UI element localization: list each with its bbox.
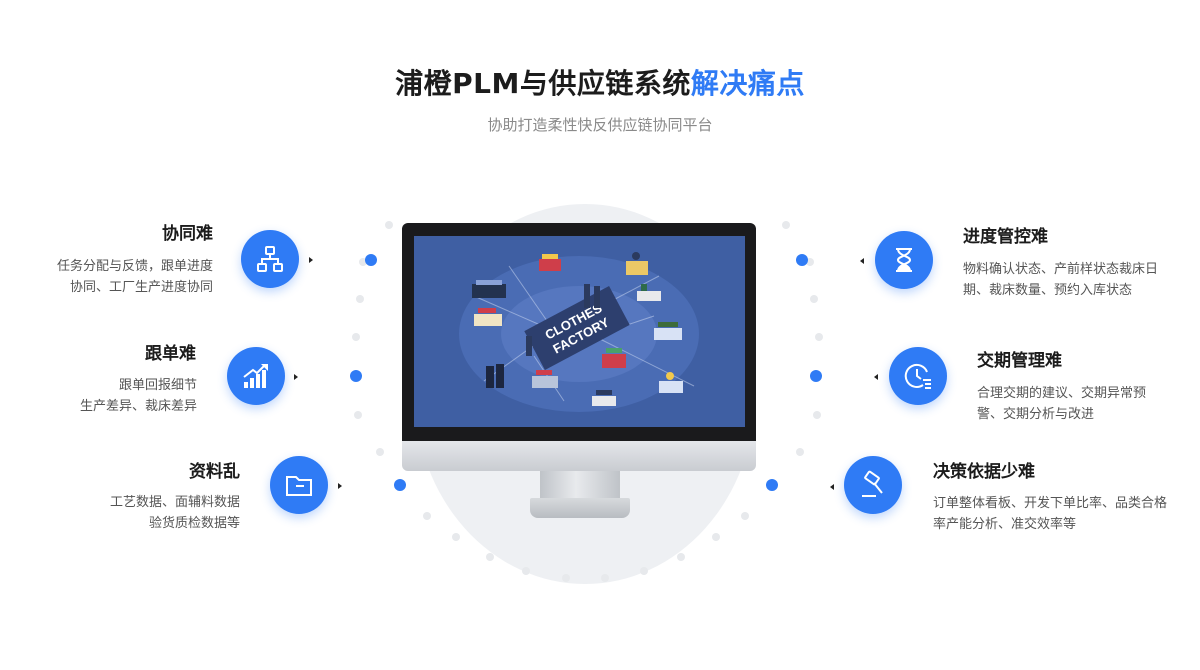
pointer-arrow (874, 374, 878, 380)
description-line: 任务分配与反馈，跟单进度 (56, 259, 213, 274)
item-title: 进度管控难 (963, 227, 1048, 247)
factory-illustration: CLOTHES FACTORY (414, 236, 745, 427)
connector-dot (365, 254, 377, 266)
pointer-arrow (830, 484, 834, 490)
monitor: CLOTHES FACTORY (402, 223, 756, 471)
page-title: 浦橙PLM与供应链系统解决痛点 (0, 62, 1200, 102)
pointer-arrow (338, 483, 342, 489)
description-line: 跟单回报细节 (118, 378, 197, 393)
description-line: 工艺数据、面辅料数据 (109, 495, 240, 510)
item-title: 决策依据少难 (933, 462, 1035, 482)
connector-dot (796, 254, 808, 266)
monitor-bezel: CLOTHES FACTORY (402, 223, 756, 441)
title-accent: 解决痛点 (690, 67, 805, 100)
item-title: 交期管理难 (977, 351, 1062, 371)
description-line: 订单整体看板、开发下单比率、品类合格 (933, 496, 1168, 511)
page-subtitle: 协助打造柔性快反供应链协同平台 (487, 116, 713, 134)
item-description: 跟单回报细节 生产差异、裁床差异 (17, 375, 197, 417)
gavel-icon (844, 456, 902, 514)
pointer-arrow (294, 374, 298, 380)
connector-dot (810, 370, 822, 382)
monitor-stand-base (530, 498, 630, 518)
description-line: 验货质检数据等 (148, 516, 240, 531)
workstation-icon (472, 252, 683, 406)
item-description: 合理交期的建议、交期异常预 警、交期分析与改进 (977, 383, 1182, 425)
item-description: 订单整体看板、开发下单比率、品类合格 率产能分析、准交效率等 (933, 493, 1188, 535)
monitor-screen: CLOTHES FACTORY (414, 236, 745, 427)
description-line: 协同、工厂生产进度协同 (69, 280, 213, 295)
item-title: 跟单难 (145, 344, 196, 364)
item-description: 物料确认状态、产前样状态裁床日 期、裁床数量、预约入库状态 (963, 259, 1183, 301)
description-line: 物料确认状态、产前样状态裁床日 (963, 262, 1159, 277)
folder-icon (270, 456, 328, 514)
pointer-arrow (309, 257, 313, 263)
clock-list-icon (889, 347, 947, 405)
description-line: 警、交期分析与改进 (977, 407, 1095, 422)
item-title: 资料乱 (189, 462, 240, 482)
description-line: 合理交期的建议、交期异常预 (977, 386, 1147, 401)
title-main: 浦橙PLM与供应链系统 (395, 67, 691, 100)
connector-dot (394, 479, 406, 491)
description-line: 生产差异、裁床差异 (79, 399, 197, 414)
growth-chart-icon (227, 347, 285, 405)
org-chart-icon (241, 230, 299, 288)
pointer-arrow (860, 258, 864, 264)
connector-dot (766, 479, 778, 491)
description-line: 期、裁床数量、预约入库状态 (963, 283, 1133, 298)
item-description: 任务分配与反馈，跟单进度 协同、工厂生产进度协同 (13, 256, 213, 298)
item-description: 工艺数据、面辅料数据 验货质检数据等 (40, 492, 240, 534)
item-title: 协同难 (162, 224, 213, 244)
monitor-chin (402, 441, 756, 471)
connector-dot (350, 370, 362, 382)
description-line: 率产能分析、准交效率等 (933, 517, 1077, 532)
monitor-stand (540, 471, 620, 501)
hourglass-icon (875, 231, 933, 289)
